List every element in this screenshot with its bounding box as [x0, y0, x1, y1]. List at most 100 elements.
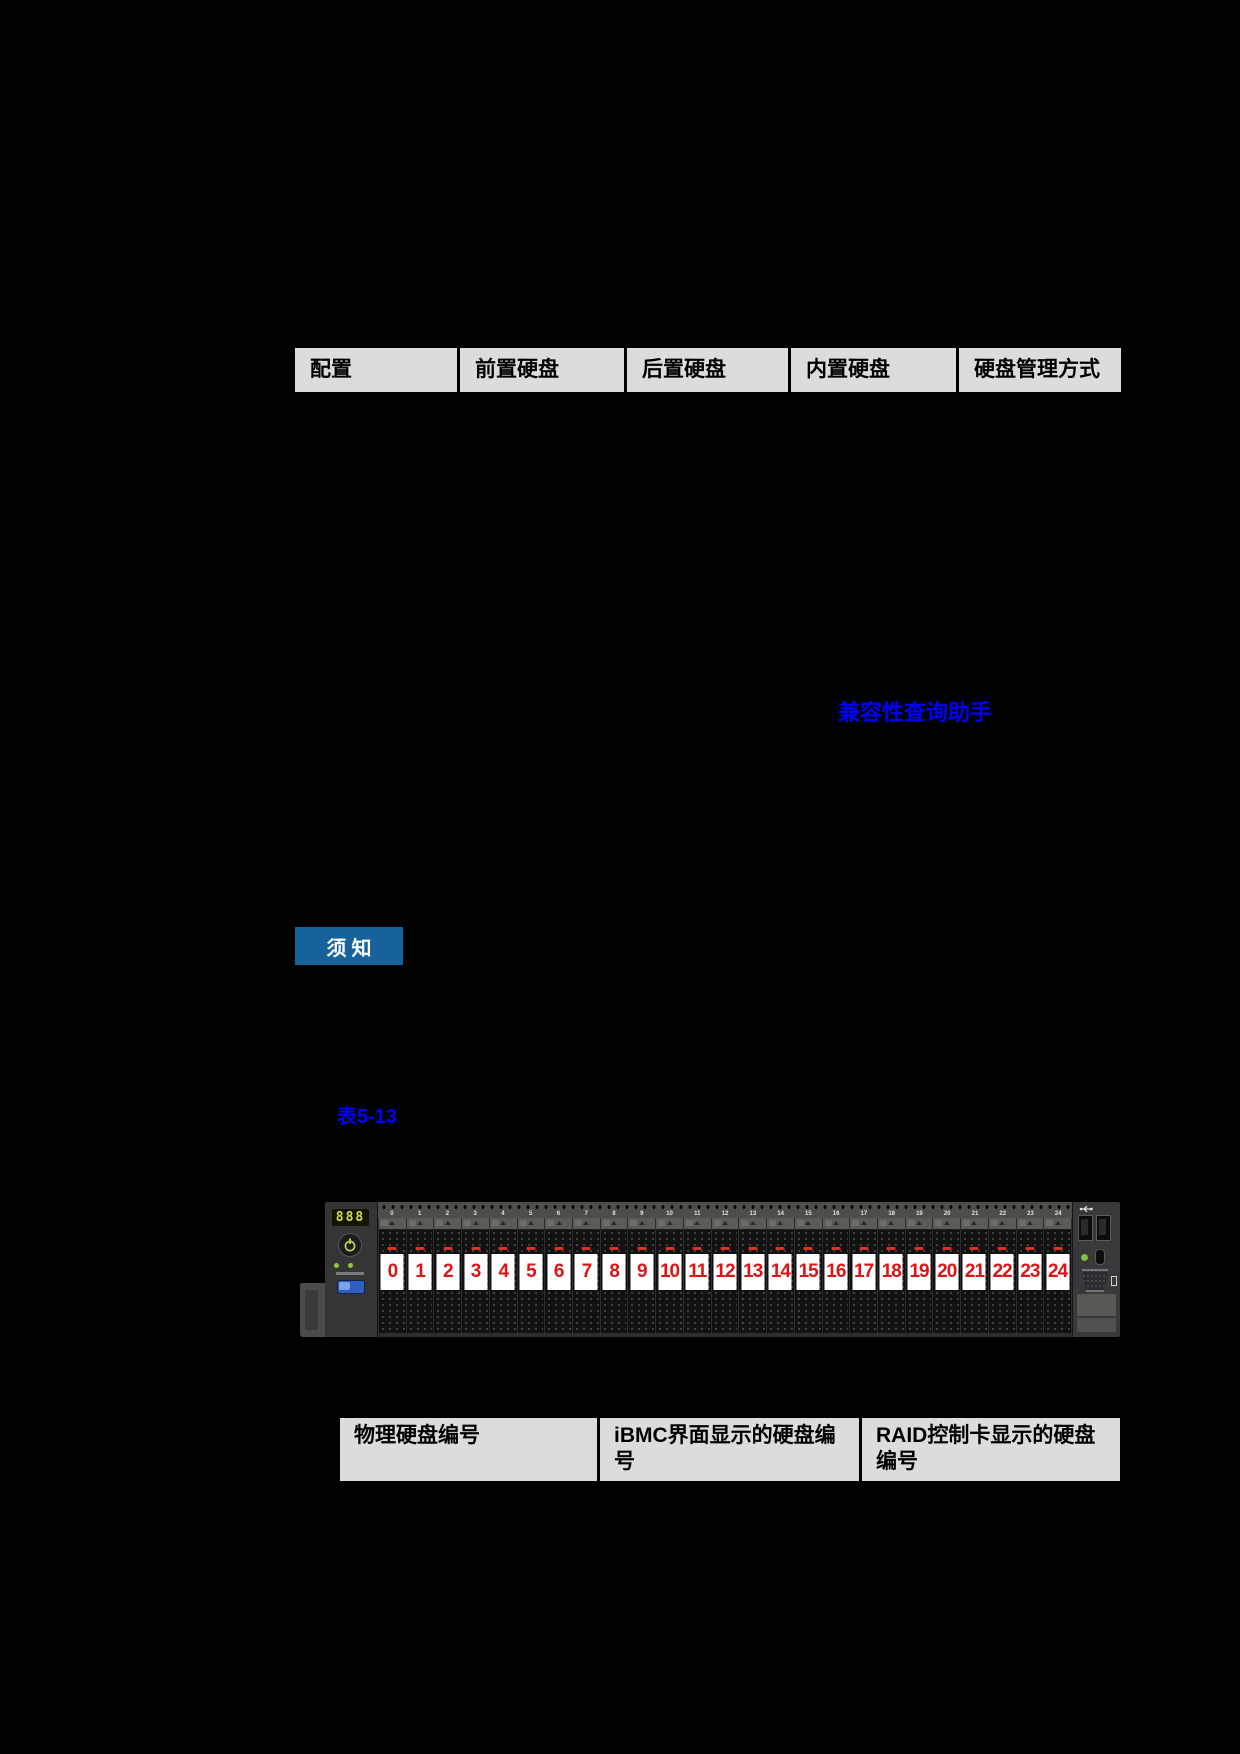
- drive-latch: [877, 1218, 905, 1230]
- bay-number-label: 13: [749, 1211, 757, 1217]
- drive-latch: [1016, 1218, 1044, 1230]
- bay-number-label: 18: [888, 1211, 895, 1217]
- column-header-cell: RAID控制卡显示的硬盘编号: [862, 1418, 1120, 1481]
- drive-number-label: 2: [436, 1254, 460, 1290]
- drive-number-label: 11: [685, 1254, 709, 1290]
- drive-led: [609, 1247, 619, 1250]
- usb-port: [1096, 1215, 1111, 1241]
- drive-bay: 22: [988, 1218, 1016, 1333]
- drive-latch: [711, 1218, 739, 1230]
- rack-ear-handle: [300, 1283, 328, 1337]
- drive-bay: 4: [489, 1218, 517, 1333]
- notice-badge-label: 须知: [326, 937, 377, 960]
- drive-latch: [517, 1218, 545, 1230]
- bay-number-label: 22: [999, 1211, 1007, 1217]
- drive-latch: [600, 1218, 628, 1230]
- drive-latch: [794, 1218, 822, 1230]
- bay-number-label: 1: [417, 1211, 422, 1217]
- drive-number-label: 9: [630, 1254, 654, 1290]
- usb-icon: [1079, 1205, 1093, 1213]
- drive-number-label: 16: [824, 1254, 848, 1290]
- drive-led: [803, 1247, 813, 1250]
- drive-bay: 12: [711, 1218, 739, 1333]
- drive-number-label: 15: [796, 1254, 820, 1290]
- drive-latch: [406, 1218, 434, 1230]
- drive-number-label: 6: [547, 1254, 571, 1290]
- drive-latch: [656, 1218, 683, 1230]
- vent-holes: [378, 1202, 1072, 1211]
- vga-port: [1081, 1269, 1109, 1292]
- drive-bay: 1: [406, 1218, 434, 1333]
- bay-number-label: 19: [916, 1211, 923, 1217]
- table-ref-link[interactable]: 表5-13: [337, 1106, 398, 1128]
- drive-bay: 16: [822, 1218, 850, 1333]
- drive-number-label: 4: [491, 1254, 515, 1290]
- drive-number-label: 10: [658, 1254, 682, 1290]
- compatibility-checker-link[interactable]: 兼容性查询助手: [838, 700, 993, 725]
- drive-latch: [961, 1218, 988, 1230]
- drive-bay: 17: [850, 1218, 877, 1333]
- bay-number-label: 7: [584, 1211, 588, 1217]
- drive-number-label: 0: [380, 1254, 404, 1290]
- column-header-cell: 配置: [295, 348, 457, 392]
- drive-latch: [573, 1218, 600, 1230]
- drive-bay: 24: [1044, 1218, 1071, 1333]
- health-led: [1081, 1253, 1088, 1261]
- drive-number-label: 17: [852, 1254, 876, 1290]
- bay-number-label: 10: [666, 1211, 673, 1217]
- bay-number-label: 21: [971, 1211, 979, 1217]
- drive-number-label: 14: [768, 1254, 792, 1290]
- usb-ports: [1078, 1215, 1111, 1241]
- drive-bay: 9: [628, 1218, 656, 1333]
- drive-bay: 13: [739, 1218, 767, 1333]
- drive-number-label: 20: [935, 1254, 959, 1290]
- drive-bay: 3: [462, 1218, 489, 1333]
- drive-led: [415, 1247, 425, 1250]
- drive-bay: 0: [379, 1218, 406, 1333]
- drive-led: [914, 1247, 924, 1250]
- drive-led: [581, 1247, 591, 1250]
- drive-latch: [489, 1218, 517, 1230]
- drive-number-label: 1: [408, 1254, 432, 1290]
- bay-number-label: 2: [445, 1211, 450, 1217]
- drive-latch: [850, 1218, 877, 1230]
- drive-led: [748, 1247, 758, 1250]
- column-header-cell: 硬盘管理方式: [959, 348, 1121, 392]
- drive-number-label: 13: [741, 1254, 765, 1290]
- drive-bay: 18: [877, 1218, 905, 1333]
- bay-number-label: 3: [473, 1211, 477, 1217]
- label-pull-tab: [1077, 1294, 1116, 1332]
- drive-latch: [462, 1218, 489, 1230]
- drive-led: [969, 1247, 979, 1250]
- bay-number-label: 16: [832, 1211, 840, 1217]
- drive-bay: 14: [767, 1218, 794, 1333]
- drive-led: [775, 1247, 785, 1250]
- io-led-row: [1081, 1249, 1105, 1265]
- io-panel: [1072, 1202, 1120, 1337]
- column-header-cell: 前置硬盘: [460, 348, 624, 392]
- drive-led: [859, 1247, 869, 1250]
- drive-led: [471, 1247, 481, 1250]
- drive-bay: 23: [1016, 1218, 1044, 1333]
- status-leds: [334, 1263, 353, 1268]
- bay-number-label: 24: [1054, 1211, 1062, 1217]
- drive-config-table-header-row: 配置前置硬盘后置硬盘内置硬盘硬盘管理方式: [295, 348, 1121, 392]
- drive-led: [443, 1247, 453, 1250]
- seven-segment-display: 888: [332, 1209, 369, 1226]
- drive-bay: 8: [600, 1218, 628, 1333]
- column-header-cell: 后置硬盘: [627, 348, 788, 392]
- bay-number-label: 17: [860, 1211, 868, 1217]
- drive-latch: [905, 1218, 933, 1230]
- bay-number-label: 4: [501, 1211, 505, 1217]
- drive-latch: [822, 1218, 850, 1230]
- bay-number-label: 6: [556, 1211, 561, 1217]
- drive-bay: 20: [933, 1218, 961, 1333]
- drive-number-label: 21: [962, 1254, 986, 1290]
- drive-number-label: 18: [879, 1254, 903, 1290]
- drive-latch: [933, 1218, 961, 1230]
- drive-number-label: 23: [1018, 1254, 1042, 1290]
